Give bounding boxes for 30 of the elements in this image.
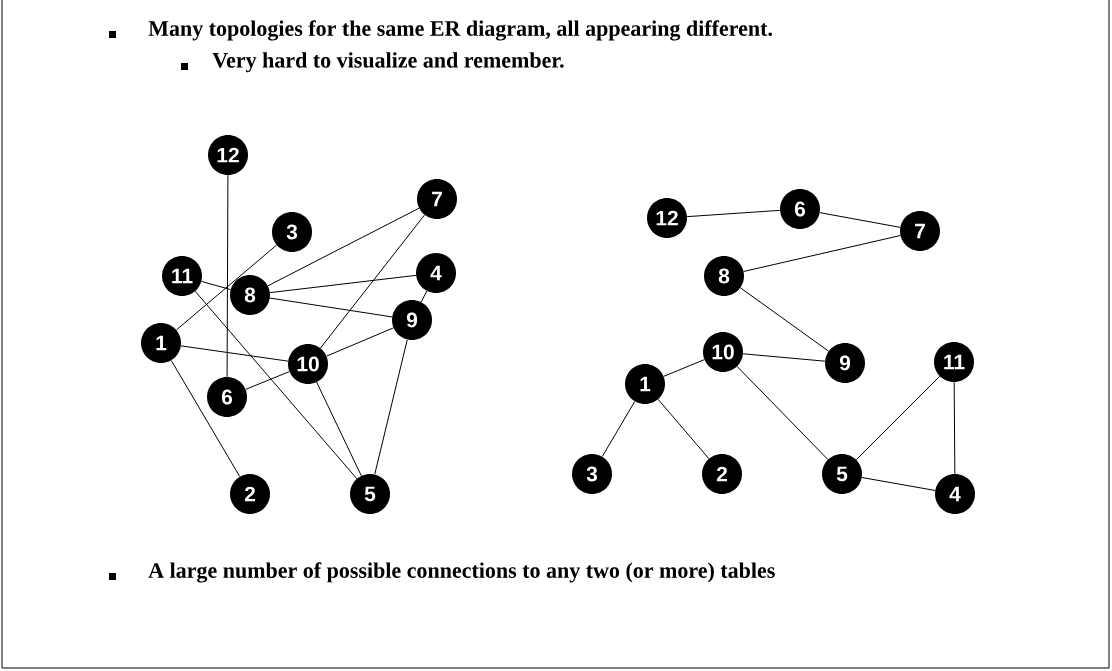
connector-line (742, 353, 826, 362)
connector-line (686, 209, 781, 218)
connector-line (326, 327, 394, 357)
connector-line (316, 381, 362, 477)
connector-line (861, 477, 936, 491)
connector-line (180, 345, 289, 362)
connector-line (245, 371, 290, 390)
connector-line (269, 297, 393, 318)
connector-line (657, 398, 710, 460)
connector-line (739, 287, 830, 352)
connector-line (194, 290, 358, 480)
connector-line (855, 375, 941, 461)
connector-line (267, 207, 420, 287)
connector-line (269, 274, 417, 294)
bullet-text: A large number of possible connections to any two (or more) tables (148, 562, 775, 583)
connector-line (420, 290, 428, 303)
connector-line (736, 365, 829, 461)
connector-line (170, 359, 241, 478)
connector-line (175, 244, 278, 331)
connector-line (663, 359, 705, 377)
connector-line (226, 174, 229, 378)
bullet-text: Many topologies for the same ER diagram, all appearing different. (148, 20, 772, 41)
connector-line (200, 280, 232, 291)
connector-line (953, 381, 956, 475)
connector-line (374, 339, 408, 475)
connector-line (601, 400, 636, 458)
bullet-text: Very hard to visualize and remember. (212, 52, 564, 73)
connector-line (319, 214, 426, 349)
connector-line (819, 212, 901, 228)
connector-line (743, 235, 901, 272)
